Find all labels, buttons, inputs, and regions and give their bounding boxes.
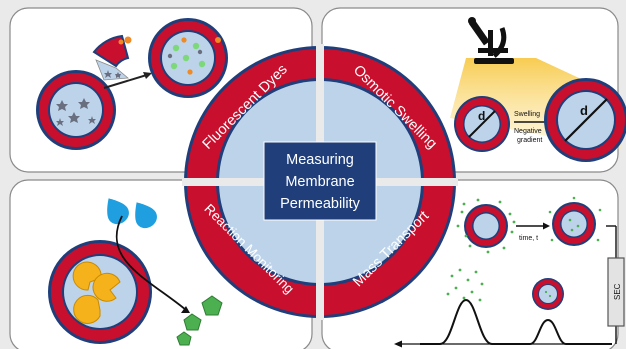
- vesicle-mt-2: [552, 202, 596, 246]
- arrowhead-dye-loading: [143, 72, 152, 79]
- vesicle-large-osmotic: d: [544, 78, 626, 162]
- vesicle-with-dyes: [148, 18, 228, 98]
- center-line-3: Permeability: [280, 196, 361, 212]
- vesicle-with-stars: [36, 70, 116, 150]
- gradient-label: gradient: [517, 137, 542, 144]
- swelling-label: Swelling: [514, 111, 540, 118]
- center-line-2: Membrane: [285, 174, 354, 190]
- enzyme-icon: [72, 261, 121, 324]
- center-label-box: [263, 141, 377, 221]
- quencher-stars: [56, 98, 96, 126]
- chromatogram-axis-arrowhead: [394, 340, 402, 348]
- dots-free-peak: [446, 268, 484, 302]
- diameter-large-label: d: [580, 103, 588, 118]
- microscope-icon: [468, 17, 514, 64]
- dots-around-mt-1: [456, 198, 516, 254]
- arrowhead-reaction: [181, 306, 190, 313]
- time-label: time, t: [519, 235, 538, 242]
- vesicle-mt-3: [532, 278, 564, 310]
- center-line-1: Measuring: [286, 152, 354, 168]
- product-pentagon-icon: [176, 295, 223, 346]
- vesicle-small-osmotic: d: [454, 96, 510, 152]
- pipette-tip-icon: [92, 34, 132, 81]
- vesicle-enzymes: [48, 240, 152, 344]
- diameter-small-label: d: [478, 109, 485, 123]
- vesicle-mt-1: [464, 204, 508, 248]
- dots-around-mt-2: [548, 196, 602, 242]
- sec-column-icon: SEC: [607, 257, 625, 327]
- arrow-reaction: [115, 215, 187, 311]
- negative-label: Negative: [514, 128, 542, 135]
- fluorescent-dye-dots: [167, 37, 206, 75]
- arrow-dye-loading: [103, 73, 151, 89]
- substrate-drop-icon: [107, 198, 157, 229]
- central-hub: Measuring Membrane Permeability: [182, 44, 458, 320]
- sec-label: SEC: [613, 283, 622, 300]
- arrowhead-time: [543, 222, 550, 230]
